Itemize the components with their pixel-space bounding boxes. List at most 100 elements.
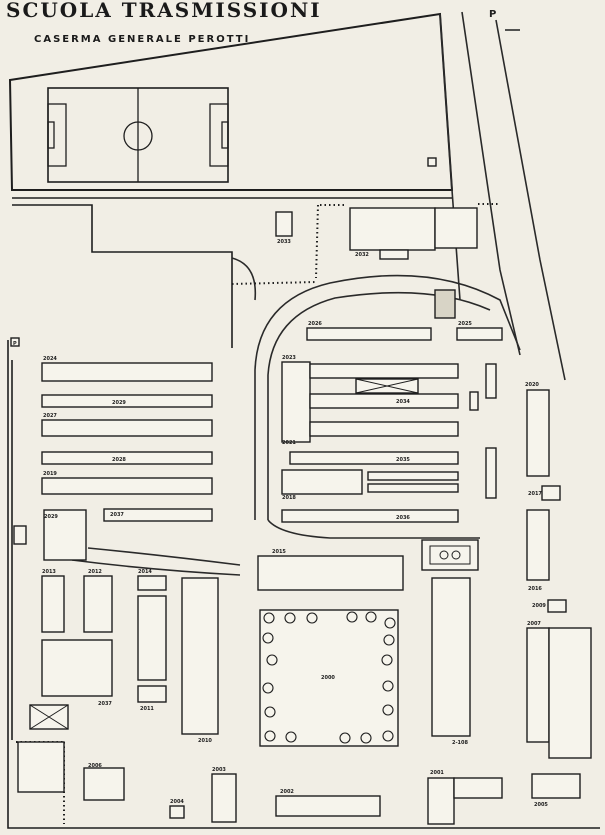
building-2108	[431, 577, 471, 737]
label-2037: 2037	[110, 512, 124, 518]
east-kiosk-south	[485, 447, 497, 499]
label-2017: 2017	[528, 491, 542, 497]
building-2037-long	[103, 508, 213, 522]
label-2026: 2026	[308, 321, 322, 327]
building-2033	[275, 211, 293, 237]
goal-area-west	[47, 121, 55, 149]
tree	[263, 612, 275, 624]
building-2006-court	[17, 741, 65, 793]
corner-marker	[10, 337, 20, 347]
tree	[365, 611, 377, 623]
building-2024	[41, 362, 213, 382]
court-circle-west	[439, 550, 449, 560]
tree	[383, 634, 395, 646]
building-2019	[41, 477, 213, 495]
connector-road	[231, 257, 257, 301]
label-2015: 2015	[272, 549, 286, 555]
building-2001	[427, 777, 455, 825]
building-2012	[83, 575, 113, 633]
small-shed	[469, 391, 479, 411]
building-2035-annex-north	[367, 471, 459, 481]
building-2018	[281, 469, 363, 495]
dotted-path-north	[315, 204, 319, 279]
building-2004	[169, 805, 185, 819]
central-street-north	[87, 547, 241, 566]
label-2014: 2014	[138, 569, 152, 575]
label-2011: 2011	[140, 706, 154, 712]
label-2018: 2018	[282, 495, 296, 501]
tree	[306, 612, 318, 624]
building-2010	[181, 577, 219, 735]
building-2026	[306, 327, 432, 341]
building-2035-annex-south	[367, 483, 459, 493]
label-2007: 2007	[527, 621, 541, 627]
label-2001: 2001	[430, 770, 444, 776]
label-2000: 2000	[321, 675, 335, 681]
label-2108: 2-108	[452, 740, 469, 746]
tree	[339, 732, 351, 744]
building-2032-porch	[379, 249, 409, 260]
label-2002: 2002	[280, 789, 294, 795]
building-2034-cross	[355, 378, 419, 394]
tree	[382, 704, 394, 716]
building-2020	[526, 389, 550, 477]
building-2016	[526, 509, 550, 581]
label-2005: 2005	[534, 802, 548, 808]
tree	[264, 706, 276, 718]
label-2029-block: 2029	[44, 514, 58, 520]
building-2007-annex	[548, 627, 592, 759]
label-2009: 2009	[532, 603, 546, 609]
building-2006	[83, 767, 125, 801]
building-2003	[211, 773, 237, 823]
east-kiosk-north	[485, 363, 497, 399]
tree	[382, 680, 394, 692]
building-2028	[41, 451, 213, 465]
building-2029-block	[43, 509, 87, 561]
building-2034	[309, 393, 459, 409]
small-hut	[427, 157, 437, 167]
label-2012: 2012	[88, 569, 102, 575]
building-2025	[456, 327, 503, 341]
building-2021-wing	[309, 421, 459, 437]
compass-letter: P	[489, 9, 496, 20]
label-2032: 2032	[355, 252, 369, 258]
central-street-south	[71, 559, 241, 576]
sports-court	[421, 539, 479, 571]
building-2037-hall	[41, 639, 113, 697]
ring-road-outer	[254, 274, 521, 520]
square-trees	[262, 611, 396, 744]
staircase	[434, 289, 456, 319]
building-2034-north-wing	[309, 363, 459, 379]
building-2029-kiosk	[13, 525, 27, 545]
label-2020: 2020	[525, 382, 539, 388]
south-ring-road	[267, 519, 480, 539]
building-2027-long	[41, 419, 213, 437]
label-2019: 2019	[43, 471, 57, 477]
building-2032	[349, 207, 436, 251]
building-2007	[526, 627, 550, 743]
map-subtitle: CASERMA GENERALE PEROTTI	[34, 34, 250, 45]
building-2023	[281, 361, 311, 443]
label-2006: 2006	[88, 763, 102, 769]
label-2029: 2029	[112, 400, 126, 406]
label-2034: 2034	[396, 399, 410, 405]
tree	[284, 612, 296, 624]
label-2003: 2003	[212, 767, 226, 773]
sports-court-lines	[429, 545, 471, 565]
building-2014-long	[137, 595, 167, 681]
building-2014	[137, 575, 167, 591]
east-road-east-edge	[495, 19, 566, 381]
label-2027: 2027	[43, 413, 57, 419]
tree	[264, 730, 276, 742]
building-2029-long	[41, 394, 213, 408]
label-2010: 2010	[198, 738, 212, 744]
building-2036	[281, 509, 459, 523]
building-2011	[137, 685, 167, 703]
map-title: SCUOLA TRASMISSIONI	[6, 0, 322, 22]
label-2004: 2004	[170, 799, 184, 805]
building-2009	[547, 599, 567, 613]
label-2023: 2023	[282, 355, 296, 361]
label-2036: 2036	[396, 515, 410, 521]
tree	[360, 732, 372, 744]
